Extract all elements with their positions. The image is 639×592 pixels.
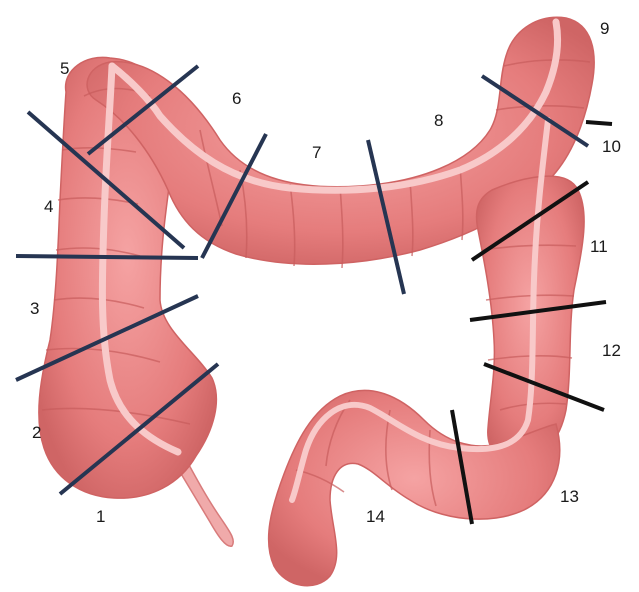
segment-line-3-4 [16, 256, 198, 258]
segment-label-8: 8 [434, 111, 443, 130]
segment-label-5: 5 [60, 59, 69, 78]
segment-label-3: 3 [30, 299, 39, 318]
segment-label-9: 9 [600, 19, 609, 38]
segment-label-4: 4 [44, 197, 53, 216]
segment-label-1: 1 [96, 507, 105, 526]
segment-label-6: 6 [232, 89, 241, 108]
segment-label-2: 2 [32, 423, 41, 442]
segment-label-10: 10 [602, 137, 621, 156]
segment-label-7: 7 [312, 143, 321, 162]
colon-body [39, 17, 594, 585]
segment-label-13: 13 [560, 487, 579, 506]
segment-label-12: 12 [602, 341, 621, 360]
segment-line-9-10 [586, 122, 612, 124]
segment-label-11: 11 [590, 237, 608, 256]
segment-label-14: 14 [366, 507, 385, 526]
